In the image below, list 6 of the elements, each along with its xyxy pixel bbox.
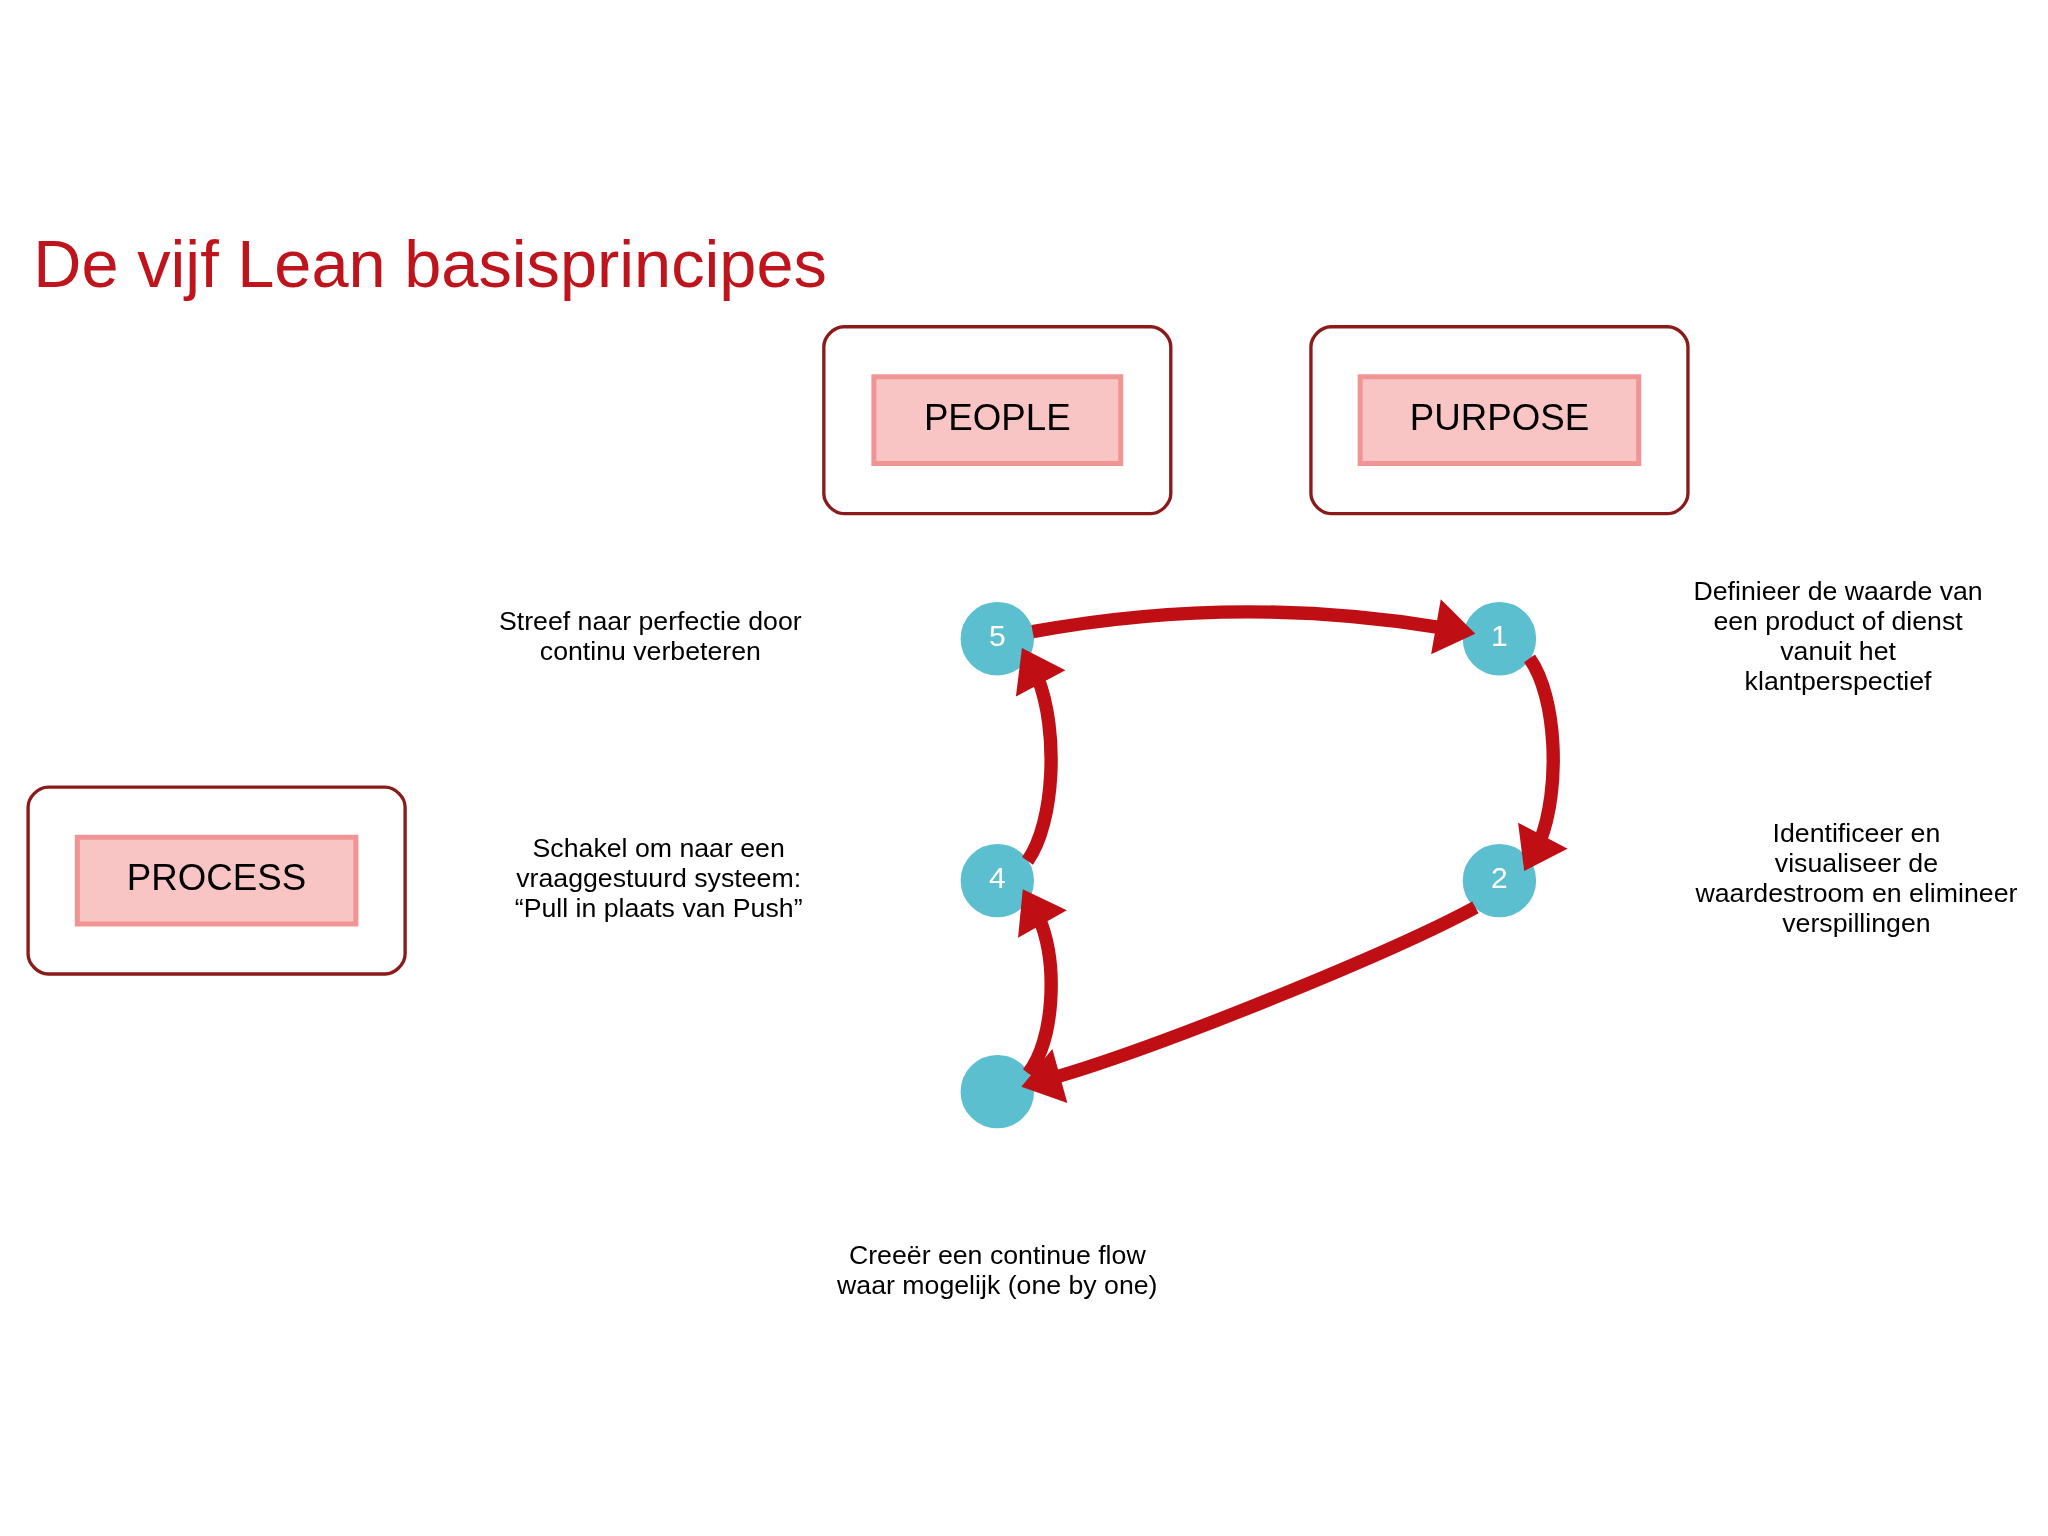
label: Definieer de waarde van een product of dienst vanuit het klantperspectief bbox=[1693, 576, 1983, 697]
label: Identificeer en visualiseer de waardestroom en elimineer verspillingen bbox=[1695, 817, 2018, 938]
label: Creeër een continue flow waar mogelijk (one by one) bbox=[837, 1239, 1158, 1300]
diagram-title: De vijf Lean basisprincipes bbox=[33, 226, 827, 301]
label: Schakel om naar een vraaggestuurd systeem: “Pull in plaats van Push” bbox=[514, 832, 803, 923]
label: Streef naar perfectie door continu verbeteren bbox=[499, 606, 802, 667]
